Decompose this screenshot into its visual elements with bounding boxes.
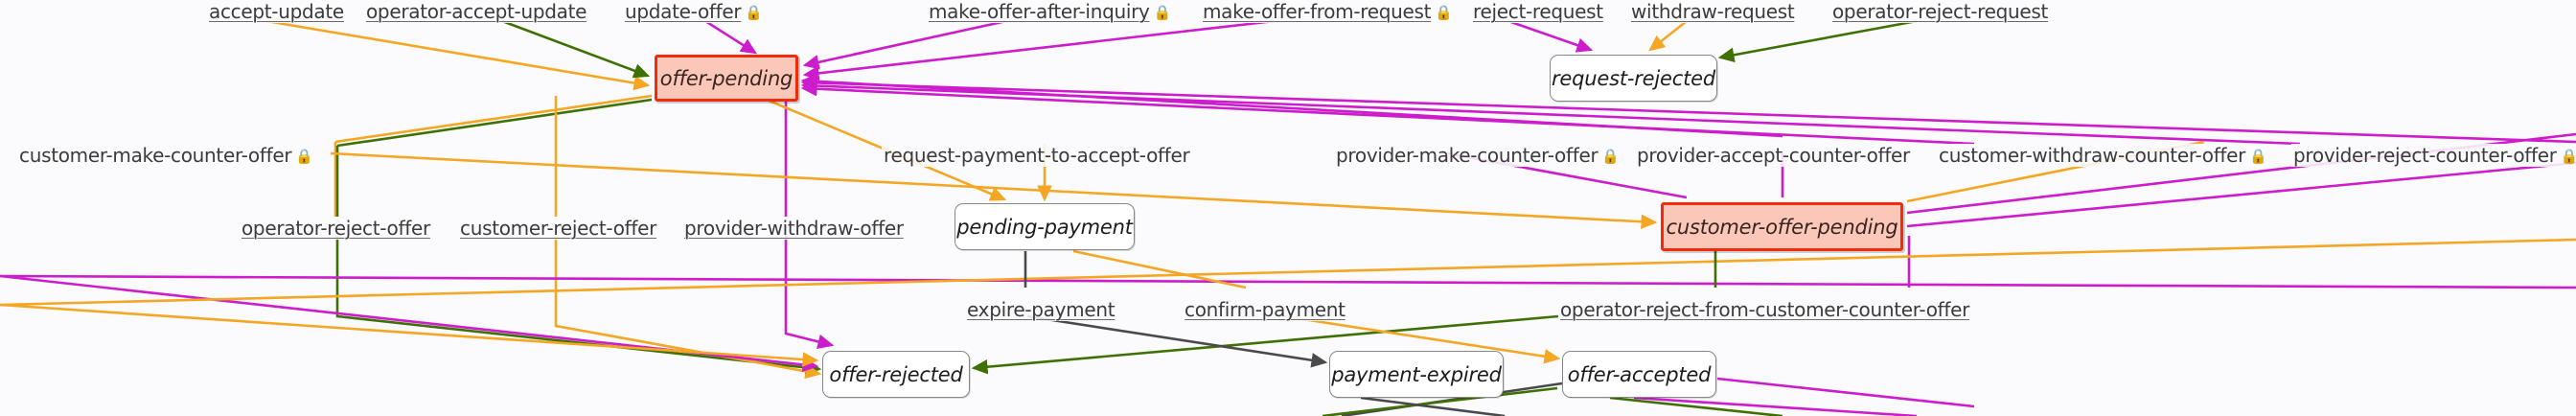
edge-label-text: make-offer-from-request xyxy=(1203,0,1432,23)
edge-label-operator-reject-from-customer-counter-offer[interactable]: operator-reject-from-customer-counter-of… xyxy=(1558,298,1972,321)
edge-label-operator-reject-request[interactable]: operator-reject-request xyxy=(1830,0,2051,23)
edge-label-text: provider-withdraw-offer xyxy=(684,217,904,240)
node-request-rejected[interactable]: request-rejected xyxy=(1550,55,1717,102)
edge-label-confirm-payment[interactable]: confirm-payment xyxy=(1183,298,1347,321)
edge-label-text: operator-reject-offer xyxy=(242,217,430,240)
lock-icon: 🔒 xyxy=(745,4,763,21)
edge-label-text: provider-accept-counter-offer xyxy=(1637,144,1910,167)
edge-label-text: customer-make-counter-offer xyxy=(19,144,292,167)
edge-label-customer-make-counter-offer[interactable]: customer-make-counter-offer 🔒 xyxy=(17,144,315,167)
lock-icon: 🔒 xyxy=(1153,4,1172,21)
edge-label-provider-make-counter-offer[interactable]: provider-make-counter-offer 🔒 xyxy=(1334,144,1622,167)
node-label: offer-rejected xyxy=(829,362,963,386)
edge-label-text: operator-reject-request xyxy=(1832,0,2049,23)
edge-label-make-offer-from-request[interactable]: make-offer-from-request 🔒 xyxy=(1201,0,1455,23)
edge-label-make-offer-after-inquiry[interactable]: make-offer-after-inquiry 🔒 xyxy=(927,0,1173,23)
edge-label-operator-accept-update[interactable]: operator-accept-update xyxy=(364,0,589,23)
lock-icon: 🔒 xyxy=(1601,148,1620,165)
node-label: customer-offer-pending xyxy=(1666,215,1898,239)
node-label: request-rejected xyxy=(1551,66,1715,90)
edge-label-update-offer[interactable]: update-offer 🔒 xyxy=(623,0,765,23)
edge-label-text: customer-reject-offer xyxy=(460,217,657,240)
edge-label-text: reject-request xyxy=(1473,0,1603,23)
edge-label-text: operator-accept-update xyxy=(366,0,587,23)
edge-label-provider-withdraw-offer[interactable]: provider-withdraw-offer xyxy=(682,217,906,240)
edge-label-operator-reject-offer[interactable]: operator-reject-offer xyxy=(240,217,432,240)
edge-label-expire-payment[interactable]: expire-payment xyxy=(965,298,1117,321)
node-payment-expired[interactable]: payment-expired xyxy=(1329,351,1504,398)
edge-label-text: provider-make-counter-offer xyxy=(1336,144,1598,167)
edge-label-customer-withdraw-counter-offer[interactable]: customer-withdraw-counter-offer 🔒 xyxy=(1937,144,2269,167)
edge-label-text: confirm-payment xyxy=(1184,298,1346,321)
node-pending-payment[interactable]: pending-payment xyxy=(954,203,1135,250)
node-label: payment-expired xyxy=(1331,362,1502,386)
node-offer-rejected[interactable]: offer-rejected xyxy=(822,351,970,398)
lock-icon: 🔒 xyxy=(2560,148,2576,165)
edge-label-text: update-offer xyxy=(625,0,742,23)
edge-label-text: customer-withdraw-counter-offer xyxy=(1939,144,2246,167)
edge-label-reject-request[interactable]: reject-request xyxy=(1471,0,1605,23)
edge-label-customer-reject-offer[interactable]: customer-reject-offer xyxy=(458,217,659,240)
edge-label-provider-reject-counter-offer[interactable]: provider-reject-counter-offer 🔒 xyxy=(2291,144,2576,167)
lock-icon: 🔒 xyxy=(295,148,313,165)
edge-label-text: accept-update xyxy=(209,0,344,23)
node-offer-pending[interactable]: offer-pending xyxy=(655,55,798,102)
edge-label-text: expire-payment xyxy=(967,298,1116,321)
lock-icon: 🔒 xyxy=(2249,148,2267,165)
edge-label-text: operator-reject-from-customer-counter-of… xyxy=(1560,298,1970,321)
edge-label-text: withdraw-request xyxy=(1631,0,1795,23)
edge-label-text: request-payment-to-accept-offer xyxy=(884,144,1190,167)
node-offer-accepted[interactable]: offer-accepted xyxy=(1562,351,1716,398)
node-label: pending-payment xyxy=(956,215,1133,239)
edge-label-text: provider-reject-counter-offer xyxy=(2293,144,2557,167)
edge-label-text: make-offer-after-inquiry xyxy=(929,0,1150,23)
edge-label-provider-accept-counter-offer[interactable]: provider-accept-counter-offer xyxy=(1635,144,1912,167)
edge-label-accept-update[interactable]: accept-update xyxy=(207,0,346,23)
lock-icon: 🔒 xyxy=(1435,4,1453,21)
node-label: offer-pending xyxy=(659,66,794,90)
node-customer-offer-pending[interactable]: customer-offer-pending xyxy=(1661,202,1903,251)
node-label: offer-accepted xyxy=(1567,362,1712,386)
edge-label-request-payment-to-accept-offer[interactable]: request-payment-to-accept-offer xyxy=(882,144,1192,167)
edge-label-withdraw-request[interactable]: withdraw-request xyxy=(1629,0,1797,23)
